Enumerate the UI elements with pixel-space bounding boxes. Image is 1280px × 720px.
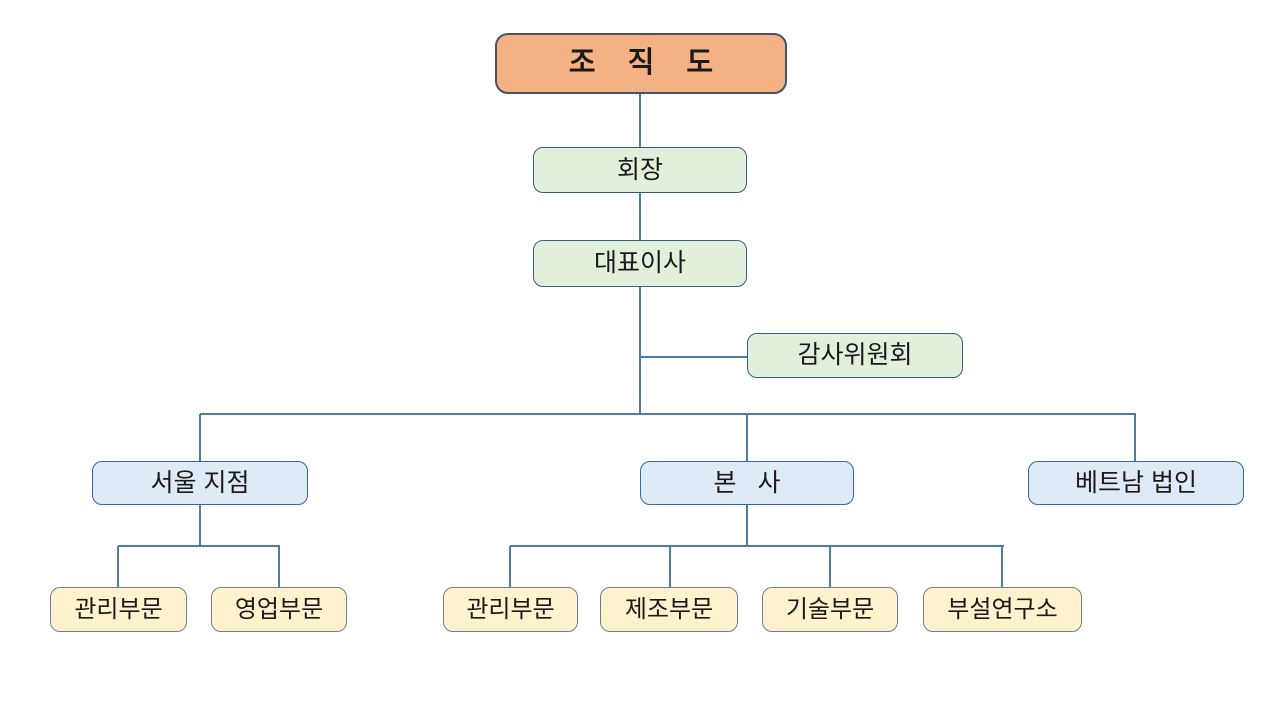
connector-chairman-to-ceo <box>639 192 641 240</box>
node-hq-manufacturing-dept: 제조부문 <box>600 587 738 632</box>
node-seoul-branch: 서울 지점 <box>92 461 308 505</box>
connector-ceo-to-audit-committee <box>639 356 747 358</box>
connector-hq-children-line <box>510 545 1004 547</box>
connector-drop-seoul-admin <box>117 546 119 587</box>
node-hq-technology-dept: 기술부문 <box>762 587 898 632</box>
connector-drop-hq-technology <box>829 546 831 587</box>
connector-seoul-stem <box>199 505 201 546</box>
connector-branch-distribution-line <box>200 413 1136 415</box>
node-audit-committee: 감사위원회 <box>747 333 963 378</box>
connector-hq-stem <box>746 505 748 546</box>
connector-seoul-children-line <box>118 545 280 547</box>
node-hq-research-institute: 부설연구소 <box>923 587 1082 632</box>
connector-drop-hq-manufacturing <box>669 546 671 587</box>
node-vietnam-corp: 베트남 법인 <box>1028 461 1244 505</box>
org-title-box: 조 직 도 <box>495 33 787 94</box>
connector-title-to-chairman <box>639 94 641 147</box>
connector-drop-seoul-branch <box>199 414 201 461</box>
connector-drop-hq-research <box>1001 546 1003 587</box>
node-hq-admin-dept: 관리부문 <box>443 587 578 632</box>
node-seoul-admin-dept: 관리부문 <box>50 587 187 632</box>
node-seoul-sales-dept: 영업부문 <box>211 587 347 632</box>
connector-ceo-to-branch-line <box>639 287 641 414</box>
connector-drop-seoul-sales <box>278 546 280 587</box>
connector-drop-vietnam-corp <box>1134 414 1136 461</box>
connector-drop-hq-admin <box>509 546 511 587</box>
node-chairman: 회장 <box>533 147 747 193</box>
connector-drop-head-office <box>746 414 748 461</box>
node-head-office: 본 사 <box>640 461 854 505</box>
node-ceo: 대표이사 <box>533 240 747 287</box>
